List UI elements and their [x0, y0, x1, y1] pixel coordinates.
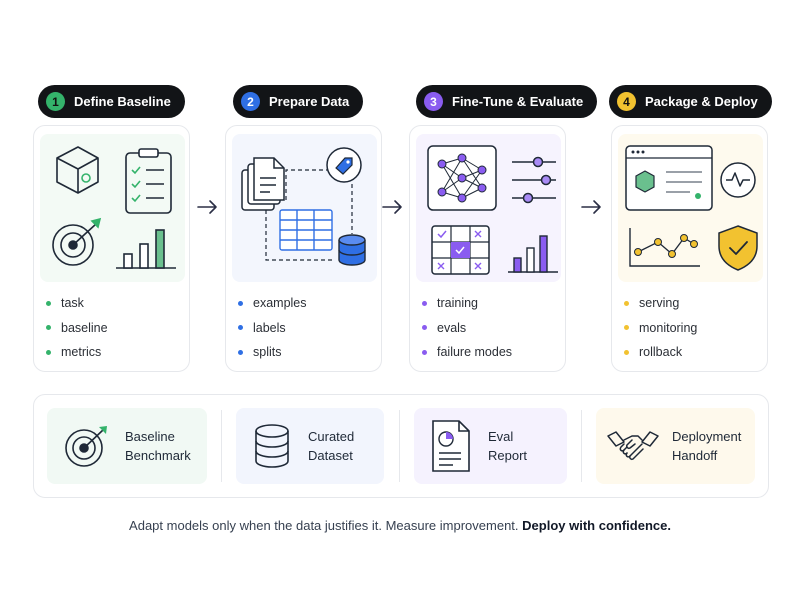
deliverable-baseline-benchmark: Baseline Benchmark	[47, 408, 207, 484]
database-icon	[255, 424, 289, 468]
handshake-icon	[607, 431, 659, 460]
bullet-dot	[422, 300, 427, 306]
arrow-right-icon	[382, 200, 402, 214]
neural-network-icon	[427, 145, 497, 211]
bullet-dot	[238, 300, 243, 306]
divider	[581, 410, 582, 482]
deliverable-label: Dataset	[308, 448, 353, 463]
bullet-dot	[624, 325, 629, 331]
bullet-dot	[624, 300, 629, 306]
footer-text: Adapt models only when the data justifie…	[129, 518, 519, 533]
step-4-bullets: serving monitoring rollback	[624, 291, 697, 365]
browser-window-icon	[625, 145, 713, 211]
list-item: monitoring	[624, 316, 697, 341]
step-4-illustration	[618, 134, 763, 282]
step-3-pill: 3 Fine-Tune & Evaluate	[416, 85, 598, 118]
arrow-right-icon	[197, 200, 217, 214]
step-1-pill: 1 Define Baseline	[38, 85, 185, 118]
step-3-bullets: training evals failure modes	[422, 291, 512, 365]
deliverable-eval-report: Eval Report	[414, 408, 567, 484]
list-item: serving	[624, 291, 697, 316]
step-1-number: 1	[46, 92, 65, 111]
step-1-card: task baseline metrics	[33, 125, 190, 372]
target-icon	[65, 426, 107, 467]
deliverable-deployment-handoff: Deployment Handoff	[596, 408, 755, 484]
list-item: evals	[422, 316, 512, 341]
deliverable-label: Eval	[488, 429, 514, 444]
bullet-dot	[238, 325, 243, 331]
bar-chart-icon	[508, 235, 558, 273]
step-4-card: serving monitoring rollback	[611, 125, 768, 372]
bullet-dot	[46, 325, 51, 331]
checklist-icon	[125, 148, 172, 214]
divider	[221, 410, 222, 482]
box-icon	[56, 146, 99, 194]
list-item: task	[46, 291, 108, 316]
deliverable-label: Baseline	[125, 429, 175, 444]
list-item: splits	[238, 340, 307, 365]
step-2-illustration	[232, 134, 377, 282]
step-1-illustration	[40, 134, 185, 282]
bullet-dot	[422, 349, 427, 355]
list-item: labels	[238, 316, 307, 341]
sliders-icon	[512, 156, 556, 204]
dashed-connector	[285, 169, 328, 200]
documents-icon	[241, 157, 285, 211]
divider	[399, 410, 400, 482]
list-item: failure modes	[422, 340, 512, 365]
step-4-pill: 4 Package & Deploy	[609, 85, 772, 118]
step-1-bullets: task baseline metrics	[46, 291, 108, 365]
list-item: metrics	[46, 340, 108, 365]
bullet-dot	[624, 349, 629, 355]
list-item: baseline	[46, 316, 108, 341]
bar-chart-icon	[116, 229, 176, 269]
line-chart-icon	[629, 228, 700, 267]
shield-check-icon	[718, 225, 758, 271]
database-icon	[338, 234, 366, 266]
report-icon	[432, 420, 470, 472]
deliverable-curated-dataset: Curated Dataset	[236, 408, 384, 484]
confusion-grid-icon	[431, 225, 490, 275]
deliverable-label: Report	[488, 448, 528, 463]
bullet-dot	[46, 349, 51, 355]
deliverable-label: Curated	[308, 429, 355, 444]
bullet-dot	[46, 300, 51, 306]
list-item: training	[422, 291, 512, 316]
arrow-right-icon	[581, 200, 601, 214]
step-4-title: Package & Deploy	[645, 94, 758, 109]
footer-emphasis: Deploy with confidence.	[522, 518, 671, 533]
step-4-number: 4	[617, 92, 636, 111]
list-item: rollback	[624, 340, 697, 365]
deliverable-label: Handoff	[672, 448, 718, 463]
step-2-title: Prepare Data	[269, 94, 350, 109]
deliverable-label: Deployment	[672, 429, 742, 444]
list-item: examples	[238, 291, 307, 316]
step-2-bullets: examples labels splits	[238, 291, 307, 365]
tag-icon	[326, 147, 362, 183]
target-icon	[52, 217, 102, 266]
table-icon	[279, 209, 333, 251]
step-2-card: examples labels splits	[225, 125, 382, 372]
heartbeat-icon	[720, 162, 756, 198]
step-3-number: 3	[424, 92, 443, 111]
step-3-card: training evals failure modes	[409, 125, 566, 372]
bullet-dot	[238, 349, 243, 355]
deliverable-label: Benchmark	[125, 448, 191, 463]
step-3-title: Fine-Tune & Evaluate	[452, 94, 584, 109]
step-3-illustration	[416, 134, 561, 282]
bullet-dot	[422, 325, 427, 331]
step-1-title: Define Baseline	[74, 94, 171, 109]
step-2-number: 2	[241, 92, 260, 111]
footer-tagline: Adapt models only when the data justifie…	[0, 518, 800, 533]
step-2-pill: 2 Prepare Data	[233, 85, 364, 118]
